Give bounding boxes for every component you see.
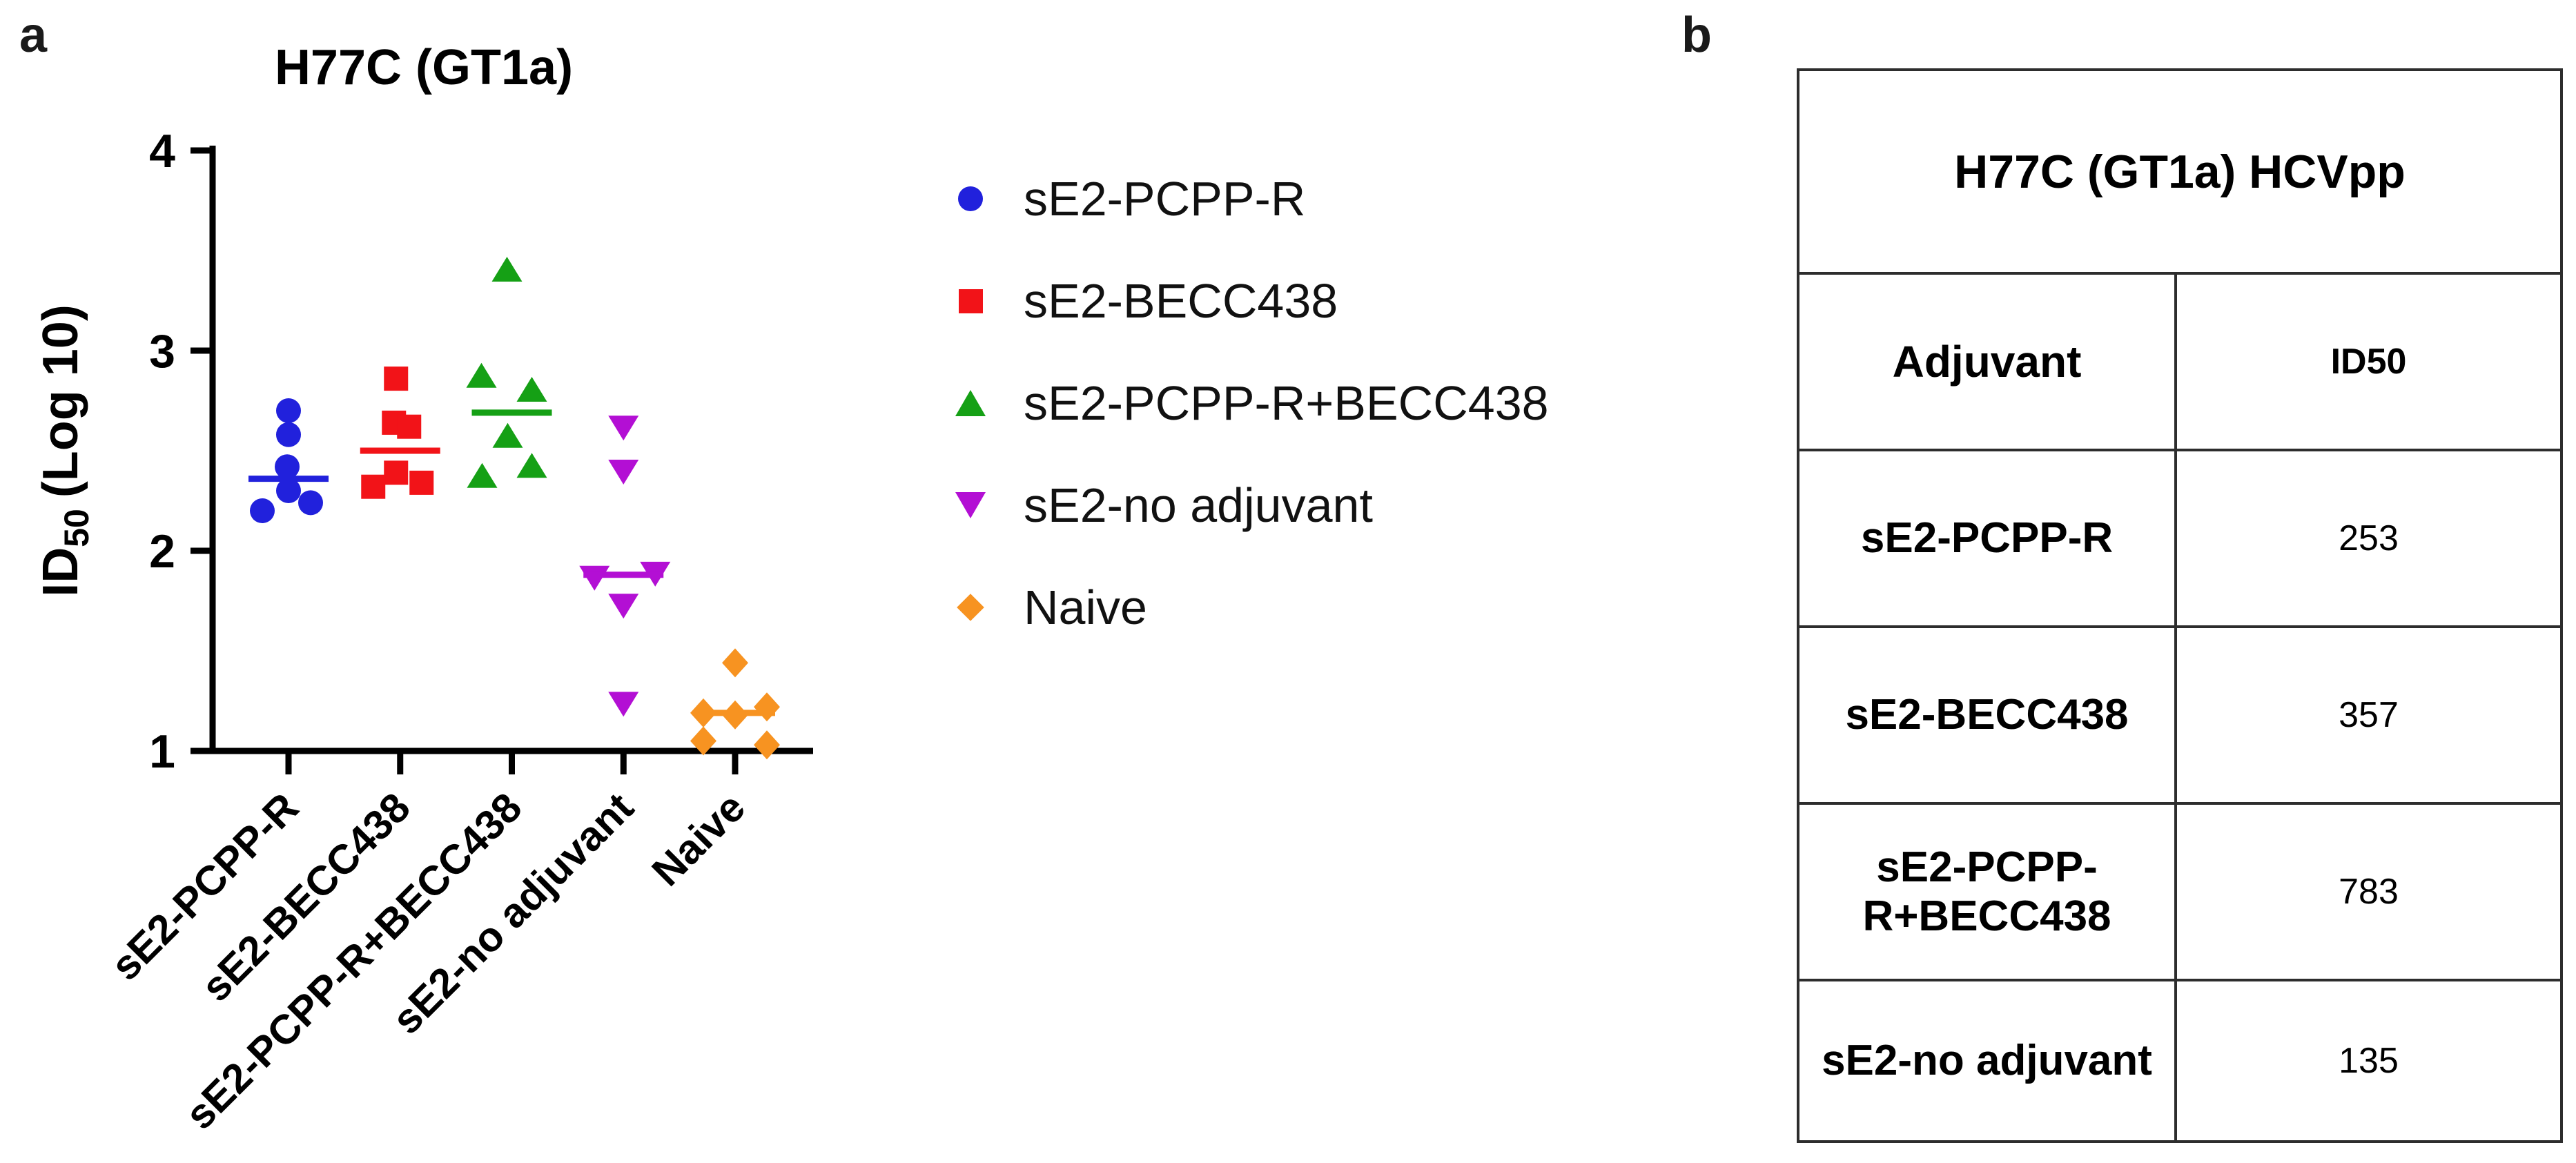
legend-item: sE2-PCPP-R+BECC438 — [955, 352, 1549, 454]
y-tick-label: 4 — [149, 125, 175, 177]
data-point — [298, 490, 323, 516]
legend-label: sE2-PCPP-R — [1024, 172, 1306, 226]
panel-a-label: a — [19, 8, 48, 63]
data-point — [492, 422, 523, 448]
y-tick-label: 2 — [149, 525, 175, 578]
legend-item: sE2-no adjuvant — [955, 454, 1549, 556]
data-point — [608, 692, 639, 717]
table-row-id50: 783 — [2177, 805, 2560, 981]
data-point — [754, 730, 780, 760]
table-row-id50: 253 — [2177, 451, 2560, 628]
data-point — [275, 454, 300, 480]
table-header-id50: ID50 — [2177, 275, 2560, 451]
legend-square-icon — [955, 289, 986, 313]
legend-circle-icon — [955, 186, 986, 211]
data-point — [250, 498, 275, 523]
legend-triangle-down-icon — [955, 492, 986, 518]
data-point — [384, 367, 409, 391]
x-tick-label: Naive — [643, 784, 754, 895]
y-tick-label: 1 — [149, 725, 175, 778]
y-axis-label: ID50 (Log 10) — [33, 304, 96, 597]
table-header-adjuvant: Adjuvant — [1799, 275, 2177, 451]
data-point — [276, 422, 301, 447]
legend-label: Naive — [1024, 580, 1147, 634]
y-tick-label: 3 — [149, 325, 175, 378]
chart-title: H77C (GT1a) — [275, 40, 573, 95]
data-point — [516, 377, 547, 402]
data-point — [397, 414, 422, 439]
panel-b-label: b — [1681, 8, 1712, 63]
legend-item: sE2-PCPP-R — [955, 148, 1549, 250]
legend-label: sE2-BECC438 — [1024, 274, 1338, 328]
data-point — [516, 453, 547, 478]
data-point — [579, 565, 610, 591]
data-point — [608, 416, 639, 441]
data-point — [754, 692, 780, 722]
table-row-adjuvant: sE2-PCPP-R — [1799, 451, 2177, 628]
table-row-id50: 357 — [2177, 628, 2560, 805]
chart-legend: sE2-PCPP-R sE2-BECC438 sE2-PCPP-R+BECC43… — [955, 148, 1549, 658]
table-row-adjuvant: sE2-no adjuvant — [1799, 981, 2177, 1140]
y-axis-label-base: ID — [33, 547, 88, 597]
data-point — [608, 594, 639, 619]
legend-item: Naive — [955, 556, 1549, 658]
data-point — [384, 460, 409, 485]
data-point — [409, 470, 434, 495]
legend-label: sE2-PCPP-R+BECC438 — [1024, 376, 1549, 430]
data-point — [361, 474, 386, 499]
legend-label: sE2-no adjuvant — [1024, 478, 1373, 532]
legend-diamond-icon — [955, 594, 986, 621]
data-point — [467, 462, 498, 488]
data-point — [276, 398, 301, 423]
y-axis-label-rest: (Log 10) — [33, 304, 88, 498]
legend-triangle-up-icon — [955, 390, 986, 416]
id50-table: H77C (GT1a) HCVpp Adjuvant ID50 sE2-PCPP… — [1797, 68, 2563, 1143]
y-axis-label-sub: 50 — [57, 509, 96, 547]
data-point — [722, 648, 748, 678]
data-point — [276, 478, 301, 503]
data-point — [466, 362, 497, 388]
table-row-adjuvant: sE2-BECC438 — [1799, 628, 2177, 805]
table-title: H77C (GT1a) HCVpp — [1799, 71, 2560, 275]
data-point — [608, 460, 639, 485]
table-row-adjuvant: sE2-PCPP-R+BECC438 — [1799, 805, 2177, 981]
legend-item: sE2-BECC438 — [955, 250, 1549, 352]
table-row-id50: 135 — [2339, 1041, 2399, 1081]
data-point — [491, 257, 523, 282]
scatter-plot: H77C (GT1a) ID50(Log 10) 4321sE2-PCPP-Rs… — [33, 40, 813, 1138]
data-point — [690, 726, 716, 756]
